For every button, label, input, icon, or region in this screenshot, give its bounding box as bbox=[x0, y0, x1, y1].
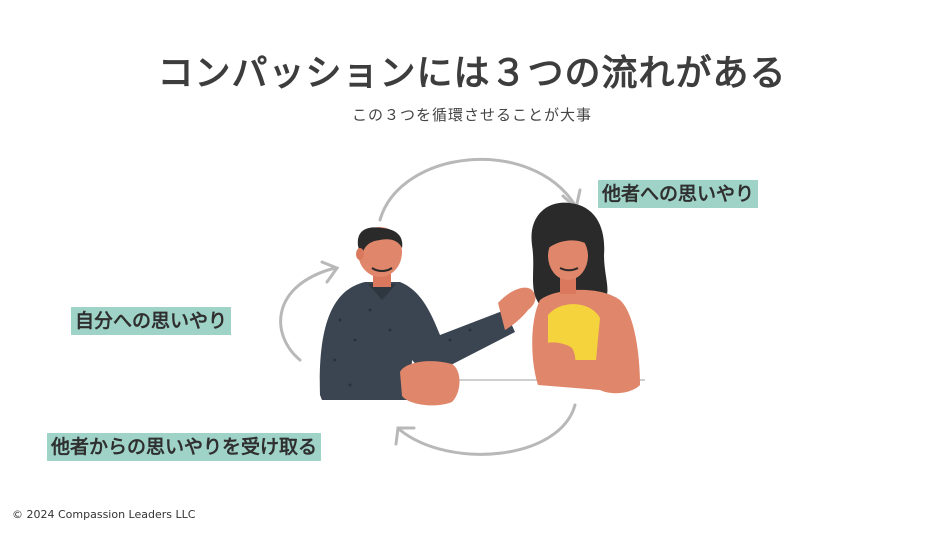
copyright-footer: © 2024 Compassion Leaders LLC bbox=[12, 508, 196, 521]
page-title: コンパッションには３つの流れがある bbox=[157, 53, 787, 94]
woman-figure bbox=[531, 202, 640, 394]
arrow-bottom bbox=[398, 403, 577, 456]
arrow-left-head bbox=[320, 260, 340, 284]
page-subtitle: この３つを循環させることが大事 bbox=[351, 106, 592, 124]
arrow-left bbox=[279, 266, 337, 362]
label-compassion-for-others: 他者への思いやり bbox=[598, 180, 759, 208]
arrow-bottom-head bbox=[394, 426, 416, 446]
label-self-compassion: 自分への思いやり bbox=[71, 307, 232, 335]
cycle-arrows bbox=[279, 158, 582, 456]
man-figure bbox=[319, 227, 536, 406]
label-receiving-compassion: 他者からの思いやりを受け取る bbox=[47, 433, 322, 461]
arrow-top bbox=[378, 158, 577, 222]
